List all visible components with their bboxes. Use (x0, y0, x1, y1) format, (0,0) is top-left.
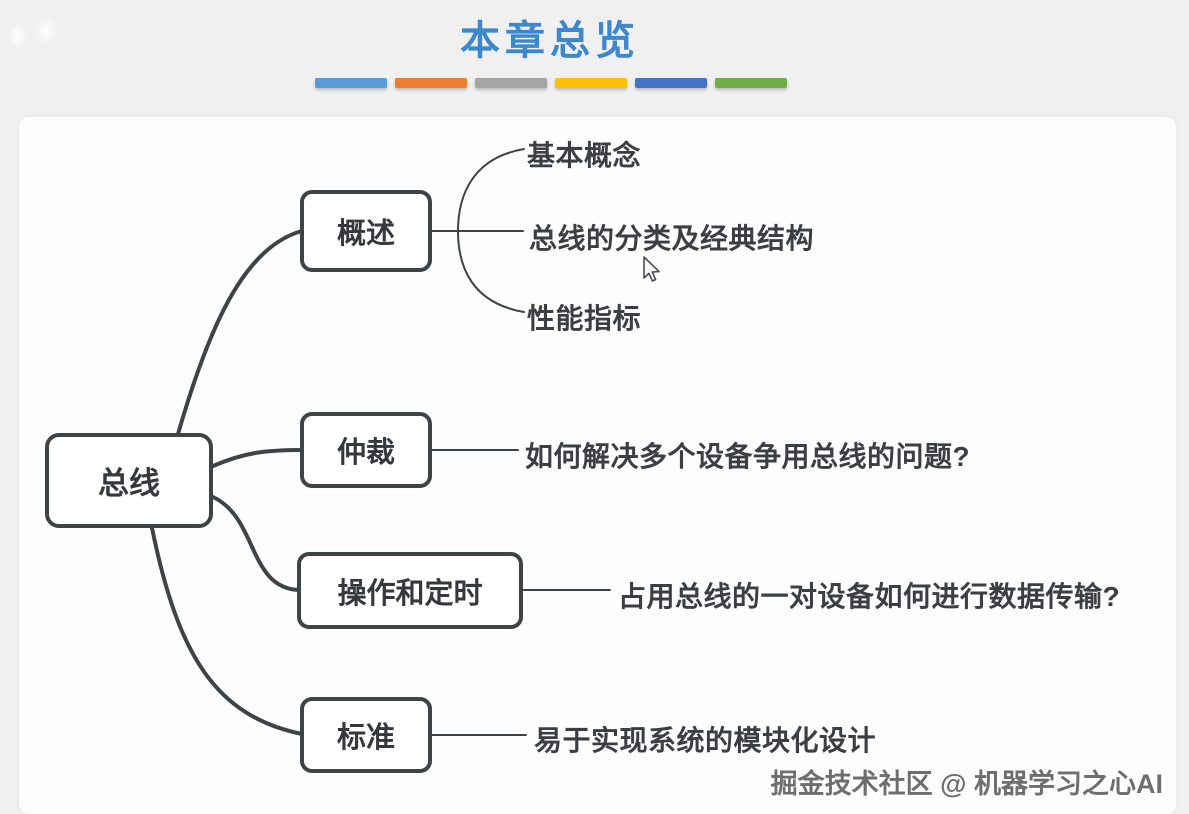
node-standard: 标准 (300, 697, 432, 773)
corner-watermark (2, 4, 72, 62)
leaf-basic-concepts: 基本概念 (527, 140, 642, 171)
accent-bar-blue (635, 78, 707, 88)
community-watermark: 掘金技术社区 @ 机器学习之心AI (770, 769, 1163, 799)
node-arbitration: 仲裁 (300, 412, 432, 488)
mouse-cursor-icon (643, 256, 660, 282)
leaf-performance-metrics: 性能指标 (527, 303, 642, 334)
leaf-operation-question: 占用总线的一对设备如何进行数据传输? (618, 581, 1121, 612)
leaf-classification: 总线的分类及经典结构 (529, 223, 815, 254)
leaf-standard-benefit: 易于实现系统的模块化设计 (534, 725, 877, 756)
accent-bar-green (715, 78, 787, 88)
leaf-arbitration-question: 如何解决多个设备争用总线的问题? (525, 441, 971, 472)
node-operation-timing: 操作和定时 (297, 552, 523, 629)
accent-bar-light-blue (315, 78, 387, 88)
node-overview: 概述 (300, 190, 432, 272)
node-root-bus: 总线 (45, 433, 213, 528)
accent-bars (315, 78, 787, 88)
accent-bar-gold (555, 78, 627, 88)
accent-bar-orange (395, 78, 467, 88)
page-title: 本章总览 (460, 17, 640, 64)
accent-bar-gray (475, 78, 547, 88)
